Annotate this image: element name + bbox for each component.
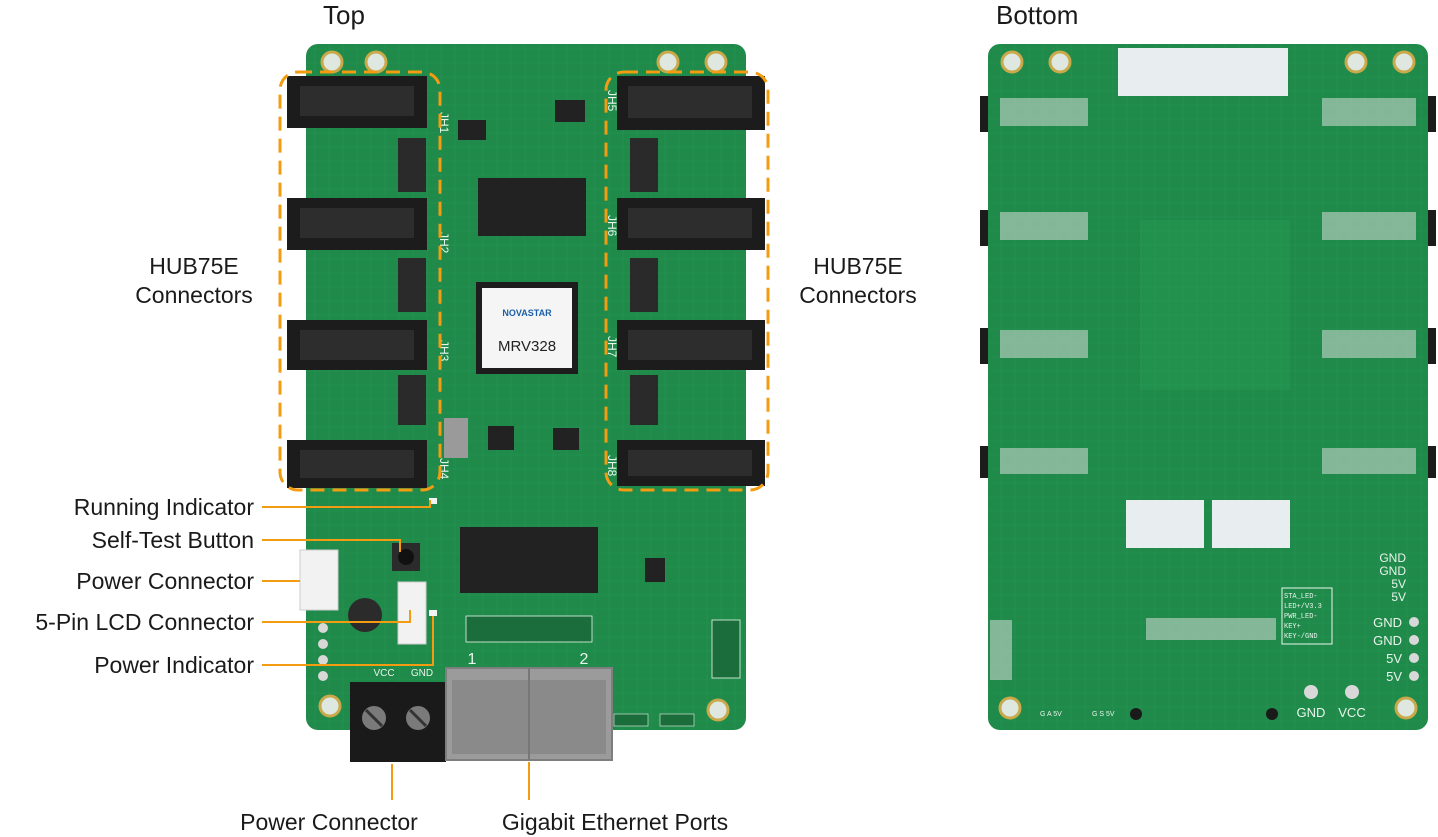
- side-pin-label: GND: [1379, 551, 1406, 565]
- hub75e-connector-icon: [287, 198, 427, 250]
- power-connector-bottom-label: Power Connector: [240, 809, 418, 835]
- hub-left-label-line2: Connectors: [135, 282, 253, 308]
- hub75e-connector-icon: [287, 76, 427, 128]
- running-indicator-label: Running Indicator: [73, 494, 254, 520]
- lcd-pin-label: STA_LED-: [1284, 593, 1318, 601]
- lcd-pin-label: LED+/V3.3: [1284, 603, 1322, 611]
- small-chip: [488, 426, 514, 450]
- jh8-label: JH8: [605, 455, 619, 477]
- side-pin-label: 5V: [1391, 590, 1406, 604]
- model-label: MRV328: [498, 338, 556, 355]
- terminal-block-icon: [350, 682, 446, 762]
- side-pin-label: GND: [1379, 564, 1406, 578]
- pin-header-j6: [711, 619, 741, 679]
- hub-right-label-line2: Connectors: [799, 282, 917, 308]
- power-connector-side-label: Power Connector: [76, 568, 254, 594]
- top-view-title: Top: [323, 0, 365, 30]
- jh6-label: JH6: [605, 215, 619, 237]
- power-indicator-label: Power Indicator: [94, 652, 254, 678]
- hub75e-connector-icon: [617, 320, 765, 370]
- jh5-label: JH5: [605, 90, 619, 112]
- pin-label: GND: [1373, 633, 1402, 648]
- buffer-chip: [398, 375, 426, 425]
- running-led: [429, 498, 437, 504]
- hub-right-highlight: [604, 70, 770, 492]
- hub75e-connector-icon: [287, 440, 427, 488]
- sticker: [1212, 500, 1290, 548]
- pin-header: [465, 615, 593, 643]
- bottom-gnd-label: GND: [1297, 705, 1326, 720]
- pin-label: 5V: [1386, 669, 1402, 684]
- sticker: [1126, 500, 1204, 548]
- lcd-pin-label: KEY+: [1284, 623, 1301, 631]
- lcd-connector-label: 5-Pin LCD Connector: [35, 609, 254, 635]
- buffer-chip: [398, 138, 426, 192]
- lcd-pin-label: KEY-/GND: [1284, 633, 1318, 641]
- lcd-pin-label: PWR_LED-: [1284, 613, 1318, 621]
- buffer-chip: [630, 258, 658, 312]
- mount-hole: [704, 50, 728, 74]
- inductor: [348, 598, 382, 632]
- buffer-chip: [398, 258, 426, 312]
- lcd-connector-icon: [397, 581, 427, 645]
- hub75e-connector-icon: [617, 198, 765, 250]
- small-chip: [645, 558, 665, 582]
- small-chip: [555, 100, 585, 122]
- sticker: [1118, 48, 1288, 96]
- fpga-chip: NOVASTAR MRV328: [476, 282, 578, 374]
- callout-lines: [262, 500, 530, 800]
- hub75e-connector-icon: [287, 320, 427, 370]
- gigabit-ethernet-label: Gigabit Ethernet Ports: [501, 809, 729, 835]
- buffer-chip: [630, 375, 658, 425]
- hub-left-label-line1: HUB75E: [149, 253, 239, 279]
- power-connector-side-icon: [299, 549, 339, 611]
- mount-hole: [364, 50, 388, 74]
- bottom-board: STA_LED- LED+/V3.3 PWR_LED- KEY+ KEY-/GN…: [980, 44, 1436, 730]
- pin-label: GND: [1373, 615, 1402, 630]
- hub-left-highlight: [278, 70, 442, 492]
- port-1-label: 1: [468, 651, 477, 668]
- bottom-small-label: G S 5V: [1092, 711, 1115, 718]
- mount-hole: [656, 50, 680, 74]
- bottom-small-label: G A 5V: [1040, 711, 1062, 718]
- small-chip: [458, 120, 486, 140]
- bottom-vcc-label: VCC: [1338, 705, 1365, 720]
- top-board: JH1 JH2 JH3 JH4 JH5 JH6 JH7 JH8 NOVASTAR…: [262, 44, 770, 800]
- jh7-label: JH7: [605, 336, 619, 358]
- gnd-silk-label: GND: [411, 668, 433, 679]
- side-pin-label: 5V: [1391, 577, 1406, 591]
- buffer-chip: [630, 138, 658, 192]
- rj45-port-icon: [445, 667, 613, 761]
- hub75e-connector-icon: [617, 76, 765, 130]
- memory-chip: [478, 178, 586, 236]
- mount-hole: [318, 694, 342, 718]
- mount-hole: [706, 698, 730, 722]
- small-chip: [553, 428, 579, 450]
- port-2-label: 2: [580, 651, 589, 668]
- self-test-button-label: Self-Test Button: [91, 527, 254, 553]
- hub75e-connector-icon: [617, 440, 765, 486]
- hub-right-label-line1: HUB75E: [813, 253, 903, 279]
- vcc-silk-label: VCC: [373, 668, 394, 679]
- ethernet-phy-chip: [460, 527, 598, 593]
- bottom-view-title: Bottom: [996, 0, 1079, 30]
- power-led: [429, 610, 437, 616]
- mount-hole: [320, 50, 344, 74]
- crystal: [444, 418, 468, 458]
- pin-label: 5V: [1386, 651, 1402, 666]
- brand-logo-text: NOVASTAR: [502, 308, 552, 318]
